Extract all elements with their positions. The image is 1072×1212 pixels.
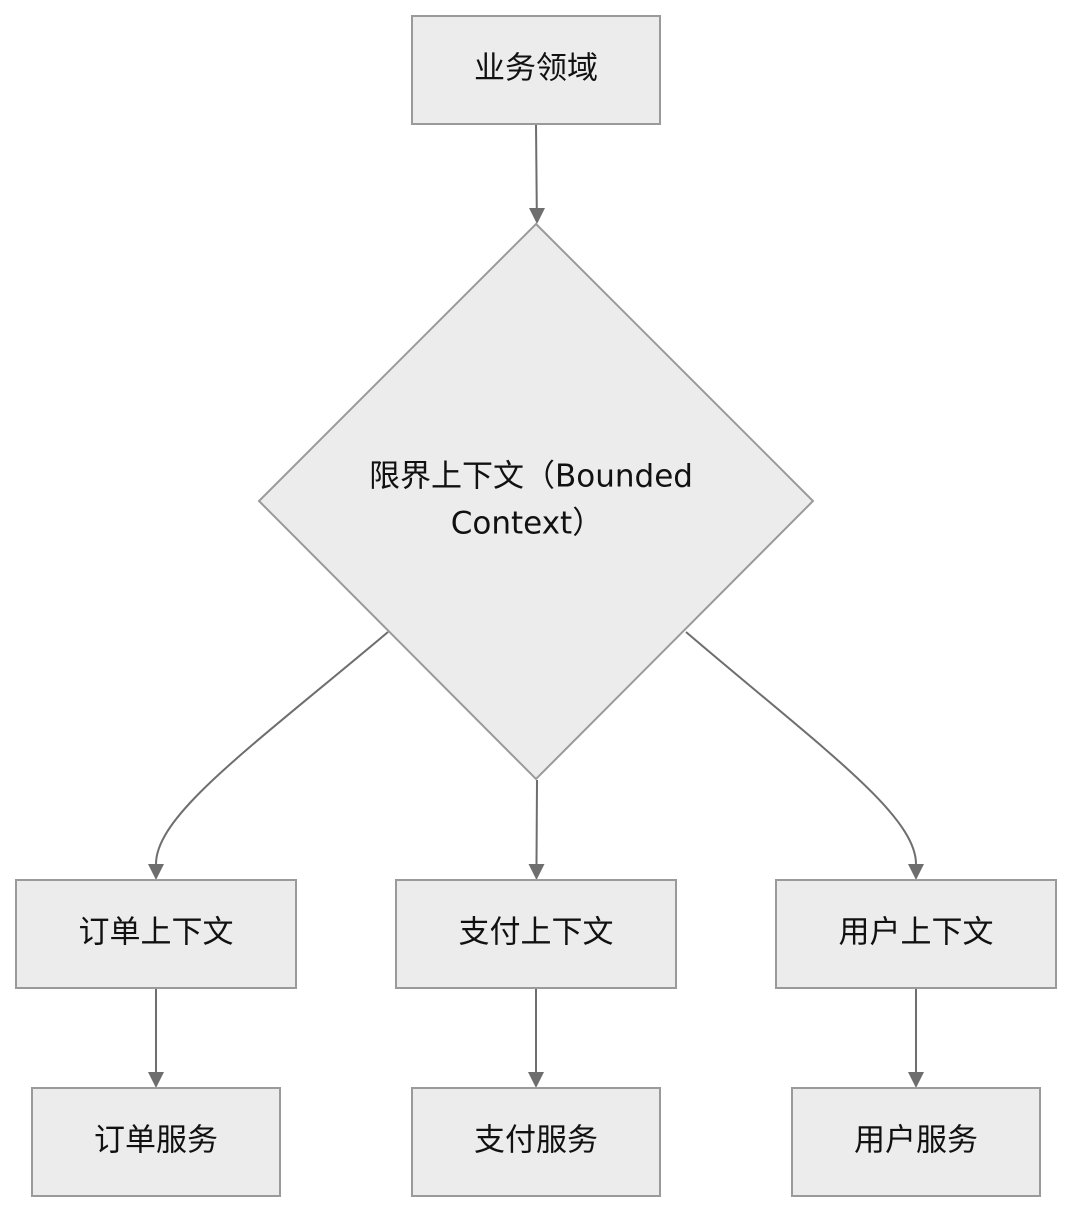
- arrowhead-payment-context-to-service: [528, 1072, 544, 1088]
- node-bounded-context-label-line2: Context）: [451, 506, 603, 542]
- arrowhead-domain-to-context: [529, 208, 545, 224]
- node-domain-label: 业务领域: [474, 51, 598, 87]
- edge-context-to-payment: [535, 779, 538, 865]
- node-user-context-label: 用户上下文: [839, 915, 994, 951]
- node-payment-service: 支付服务: [411, 1087, 661, 1197]
- node-payment-service-box: [411, 1087, 661, 1197]
- node-domain-box: [411, 15, 661, 125]
- node-user-service: 用户服务: [791, 1087, 1041, 1197]
- node-bounded-context-diamond: [257, 222, 815, 781]
- node-payment-context-box: [395, 879, 677, 989]
- node-payment-context-label: 支付上下文: [459, 915, 614, 951]
- node-user-context: 用户上下文: [775, 879, 1057, 989]
- arrowhead-context-to-user: [908, 864, 924, 880]
- node-payment-context: 支付上下文: [395, 879, 677, 989]
- edge-domain-to-context: [535, 123, 538, 211]
- node-bounded-context-label-line1: 限界上下文（Bounded: [369, 459, 693, 495]
- node-order-context-box: [15, 879, 297, 989]
- edges: [148, 123, 924, 1088]
- arrowhead-context-to-payment: [528, 864, 545, 880]
- node-order-service: 订单服务: [31, 1087, 281, 1197]
- node-user-service-label: 用户服务: [854, 1123, 978, 1159]
- edge-context-to-order: [155, 631, 389, 865]
- node-order-service-box: [31, 1087, 281, 1197]
- node-order-context: 订单上下文: [15, 879, 297, 989]
- node-bounded-context: 限界上下文（Bounded Context）: [257, 222, 815, 781]
- edge-context-to-user: [685, 631, 917, 865]
- node-order-context-label: 订单上下文: [79, 915, 234, 951]
- node-order-service-label: 订单服务: [94, 1123, 218, 1159]
- node-payment-service-label: 支付服务: [474, 1123, 598, 1159]
- arrowhead-context-to-order: [148, 864, 164, 880]
- node-user-service-box: [791, 1087, 1041, 1197]
- arrowhead-order-context-to-service: [148, 1072, 164, 1088]
- node-domain: 业务领域: [411, 15, 661, 125]
- arrowhead-user-context-to-service: [908, 1072, 924, 1088]
- node-user-context-box: [775, 879, 1057, 989]
